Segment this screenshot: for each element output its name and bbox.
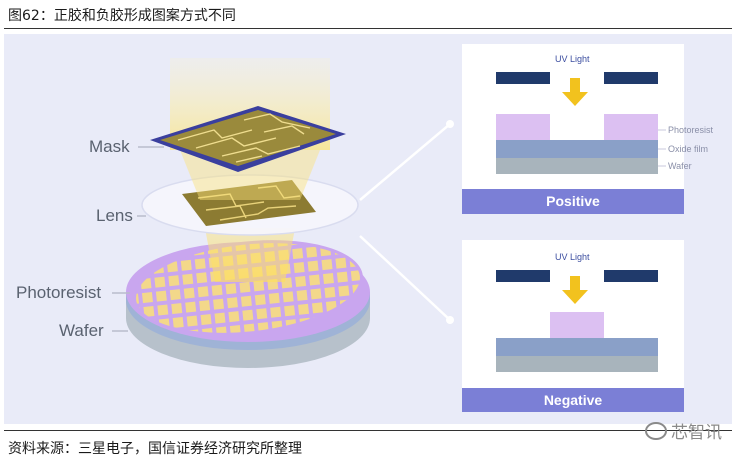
- negative-resist: [550, 312, 604, 338]
- positive-mask-right: [604, 72, 658, 84]
- wechat-icon: [645, 421, 667, 440]
- positive-mask-left: [496, 72, 550, 84]
- label-wafer: Wafer: [59, 321, 104, 340]
- positive-side-oxide: Oxide film: [668, 144, 708, 154]
- bottom-rule: [4, 430, 732, 431]
- positive-arrow-icon: [562, 78, 588, 106]
- positive-side-photoresist: Photoresist: [668, 125, 714, 135]
- positive-wafer: [496, 158, 658, 174]
- positive-resist-left: [496, 114, 550, 140]
- positive-oxide: [496, 140, 658, 158]
- label-photoresist: Photoresist: [16, 283, 101, 302]
- positive-resist-right: [604, 114, 658, 140]
- negative-band-label: Negative: [544, 392, 603, 408]
- connector-positive: [359, 123, 451, 201]
- lens: [141, 174, 359, 236]
- watermark-text: 芯智讯: [671, 423, 722, 443]
- figure-title: 图62：正胶和负胶形成图案方式不同: [8, 8, 236, 24]
- positive-band: [462, 189, 684, 214]
- negative-panel: UV Light Negative: [462, 240, 684, 412]
- negative-band: [462, 388, 684, 412]
- wafer-stack: [126, 240, 370, 368]
- positive-side-wafer: Wafer: [668, 161, 692, 171]
- top-rule: [4, 28, 732, 29]
- negative-uv-label: UV Light: [555, 252, 590, 262]
- negative-arrow-icon: [562, 276, 588, 304]
- photomask: [150, 106, 346, 172]
- negative-mask-left: [496, 270, 550, 282]
- label-lens: Lens: [96, 206, 133, 225]
- positive-uv-label: UV Light: [555, 54, 590, 64]
- negative-oxide: [496, 338, 658, 356]
- label-mask: Mask: [89, 137, 130, 156]
- figure-source: 资料来源：三星电子，国信证券经济研究所整理: [8, 441, 302, 457]
- negative-wafer: [496, 356, 658, 372]
- positive-panel: UV Light Photoresist Oxide film Wafer Po…: [462, 44, 714, 214]
- focused-beam: [205, 228, 295, 282]
- positive-band-label: Positive: [546, 193, 600, 209]
- negative-mask-right: [604, 270, 658, 282]
- connector-negative: [359, 235, 451, 321]
- watermark: 芯智讯: [645, 418, 722, 443]
